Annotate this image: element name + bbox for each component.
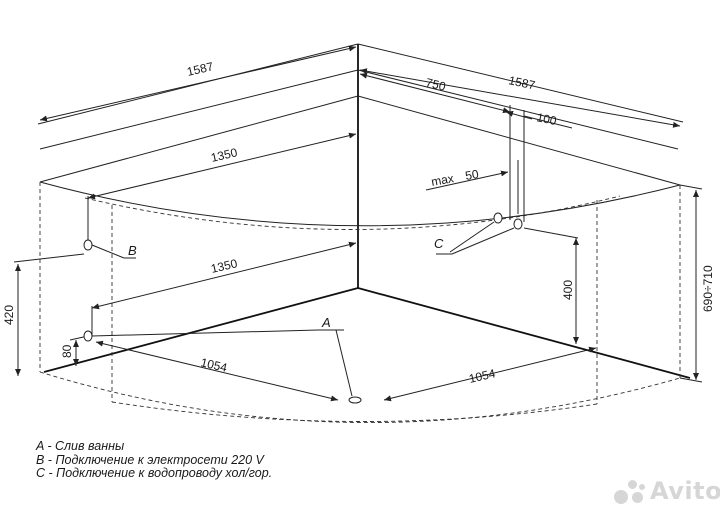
tub-front-dashed — [39, 182, 681, 423]
watermark-text: Avito — [650, 477, 720, 505]
dimension-inner-lower: 1350 — [91, 241, 357, 336]
wall-outline — [37, 43, 691, 379]
connection-b: B — [83, 239, 137, 259]
connection-a: A — [83, 315, 362, 404]
legend-item-c: C - Подключение к водопроводу хол/гор. — [36, 466, 273, 480]
dim-front-right-label: 1054 — [468, 366, 497, 386]
dimension-left-wall: 1587 — [39, 45, 357, 122]
marker-b-label: B — [128, 243, 137, 258]
dim-water-height-label: 400 — [561, 280, 575, 300]
marker-c-label: C — [434, 236, 444, 251]
dim-tub-height-label: 690÷710 — [701, 265, 715, 312]
dimension-tub-height: 690÷710 — [679, 184, 715, 383]
dimension-front-right: 1054 — [383, 346, 597, 402]
legend: A - Слив ванны B - Подключение к электро… — [36, 439, 273, 481]
dim-inner-upper-label: 1350 — [210, 145, 239, 165]
dimension-pipe-spacing: 100 — [505, 110, 573, 222]
dim-max-label: max — [430, 171, 455, 189]
dim-front-left-label: 1054 — [199, 355, 228, 375]
marker-a-label: A — [321, 315, 331, 330]
dim-socket-height-label: 80 — [60, 344, 74, 358]
dimension-inner-upper: 1350 — [87, 132, 357, 244]
dim-right-wall-label: 1587 — [507, 73, 536, 92]
dim-left-height-label: 420 — [2, 305, 16, 325]
dim-left-wall-label: 1587 — [186, 59, 215, 79]
dim-inner-lower-label: 1350 — [210, 256, 239, 276]
dimension-left-height: 420 — [2, 253, 85, 376]
connection-c: C — [434, 212, 523, 255]
dimension-front-left: 1054 — [95, 340, 339, 402]
dim-pipe-spacing-label: 100 — [535, 110, 558, 128]
legend-item-a: A - Слив ванны — [36, 439, 125, 453]
dimension-max: max 50 — [425, 160, 519, 214]
dimension-offset: 750 — [359, 72, 511, 220]
dim-offset-label: 750 — [424, 75, 447, 94]
dimension-right-wall: 1587 — [359, 68, 681, 128]
avito-watermark: Avito — [612, 476, 720, 506]
tub-top-outline — [39, 95, 681, 230]
dimension-water-height: 400 — [523, 227, 579, 344]
avito-logo-icon — [614, 478, 648, 504]
dim-max-value: 50 — [464, 167, 480, 183]
legend-item-b: B - Подключение к электросети 220 V — [36, 452, 264, 467]
